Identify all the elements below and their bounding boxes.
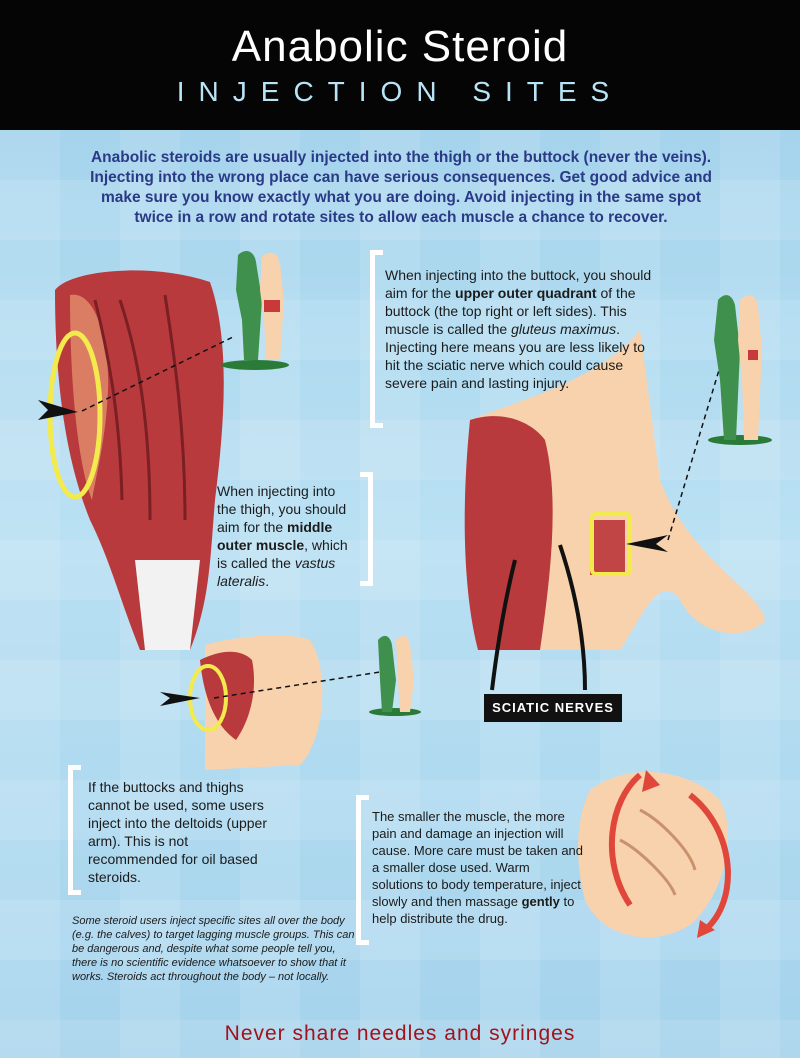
thigh-text-bold: middle outer muscle bbox=[217, 519, 333, 553]
small-muscle-text-part: The smaller the muscle, the more pain an… bbox=[372, 809, 584, 909]
buttock-pointer-arrow bbox=[626, 535, 668, 552]
buttock-text-part: of the buttock (the top right or left si… bbox=[385, 285, 636, 337]
small-muscle-info-text: The smaller the muscle, the more pain an… bbox=[372, 808, 584, 927]
massage-arrow-right bbox=[688, 792, 731, 933]
buttock-text-bold: upper outer quadrant bbox=[455, 285, 597, 301]
rear-figure-illustration bbox=[708, 295, 772, 445]
buttock-text-italic: gluteus maximus bbox=[511, 321, 617, 337]
deltoid-illustration bbox=[160, 635, 381, 770]
deltoid-injection-highlight bbox=[188, 664, 228, 732]
sciatic-nerves-label: SCIATIC NERVES bbox=[484, 694, 622, 722]
front-figure-illustration bbox=[221, 250, 289, 370]
small-figure-illustration bbox=[369, 635, 421, 716]
thigh-muscle-illustration bbox=[38, 270, 236, 650]
thigh-text-italic: vastus lateralis bbox=[217, 555, 336, 589]
bracket-deltoid bbox=[68, 765, 81, 895]
bracket-buttock bbox=[370, 250, 383, 428]
deltoid-info-text: If the buttocks and thighs cannot be use… bbox=[88, 779, 267, 885]
thigh-text-part: When injecting into the thigh, you shoul… bbox=[217, 483, 347, 535]
small-muscle-text-bold: gently bbox=[521, 894, 560, 909]
header: Anabolic Steroid INJECTION SITES bbox=[0, 0, 800, 130]
buttock-text-part: When injecting into the buttock, you sho… bbox=[385, 267, 652, 301]
bracket-small-muscle bbox=[356, 795, 369, 945]
page-title: Anabolic Steroid bbox=[231, 22, 569, 71]
thigh-injection-highlight bbox=[47, 330, 103, 500]
thigh-text-part: , which is called the bbox=[217, 537, 348, 571]
massage-arrow-left bbox=[608, 772, 643, 907]
thigh-info-text: When injecting into the thigh, you shoul… bbox=[217, 482, 357, 590]
small-muscle-text-part: to help distribute the drug. bbox=[372, 894, 575, 926]
deltoid-pointer-arrow bbox=[160, 692, 200, 706]
buttock-text-part: . Injecting here means you are less like… bbox=[385, 321, 645, 391]
bracket-thigh bbox=[360, 472, 373, 586]
buttock-injection-highlight bbox=[590, 512, 632, 576]
thigh-pointer-arrow bbox=[38, 400, 78, 420]
footer-warning: Never share needles and syringes bbox=[224, 1022, 576, 1045]
calves-note: Some steroid users inject specific sites… bbox=[72, 915, 355, 983]
page-subtitle: INJECTION SITES bbox=[176, 76, 624, 107]
thigh-text-part: . bbox=[265, 573, 270, 589]
massage-illustration bbox=[578, 770, 731, 938]
buttock-info-text: When injecting into the buttock, you sho… bbox=[385, 266, 655, 392]
intro-text: Anabolic steroids are usually injected i… bbox=[90, 149, 712, 226]
